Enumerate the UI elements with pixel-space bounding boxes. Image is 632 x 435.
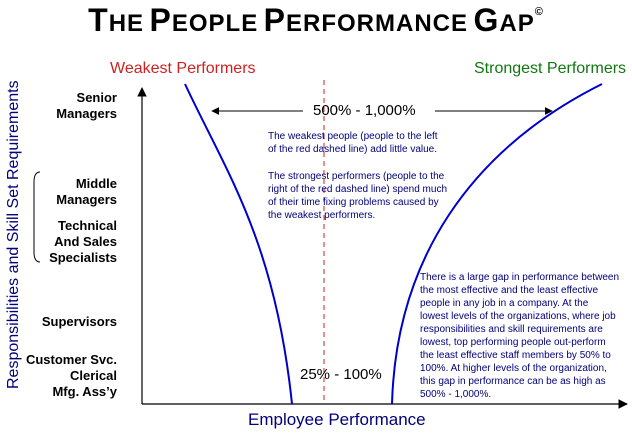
gap-note: There is a large gap in performance betw…	[420, 272, 620, 400]
bottom-range-label: 25% - 100%	[300, 366, 382, 383]
weakest-performers-label: Weakest Performers	[110, 60, 256, 77]
title-word-4: GAP	[473, 2, 535, 38]
weakest-curve	[184, 83, 293, 405]
title-word-1: THE	[88, 2, 145, 38]
title-word-3: PERFORMANCE	[263, 2, 469, 38]
title-word-2: PEOPLE	[149, 2, 259, 38]
level-supervisors: Supervisors	[41, 314, 117, 329]
page-title: THE PEOPLE PERFORMANCE GAP©	[0, 2, 632, 39]
group-bracket	[33, 171, 41, 263]
copyright-mark: ©	[534, 6, 544, 18]
strongest-performers-label: Strongest Performers	[474, 60, 627, 77]
top-range-label: 500% - 1,000%	[313, 102, 416, 119]
x-axis-label: Employee Performance	[248, 410, 426, 429]
